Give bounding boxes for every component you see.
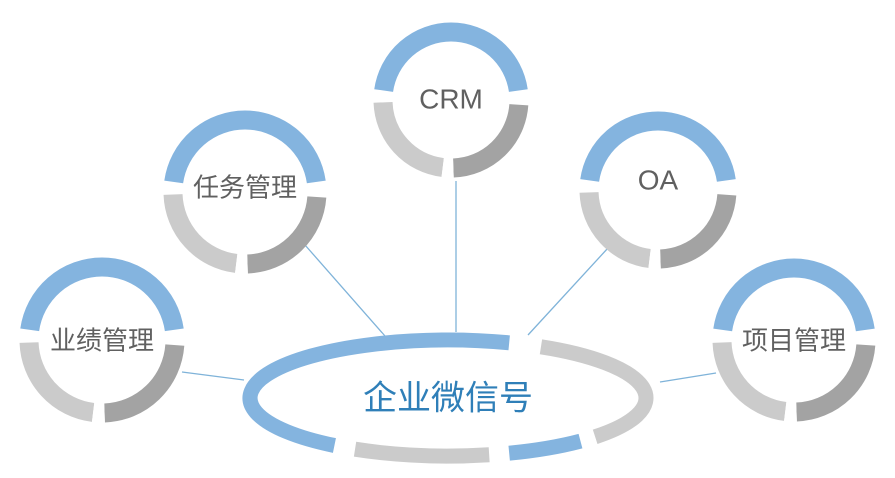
connectors — [181, 181, 717, 383]
node-label-project: 项目管理 — [742, 327, 846, 357]
hub-ring — [242, 332, 654, 464]
hub-label: 企业微信号 — [363, 379, 533, 419]
ring-segment-light — [373, 101, 445, 177]
ring-segment-light — [579, 191, 652, 268]
connector-performance — [181, 371, 245, 381]
ring-segment-blue — [580, 111, 736, 182]
connector-project — [659, 372, 717, 383]
node-label-crm: CRM — [419, 83, 483, 114]
ring-gap — [235, 253, 248, 274]
connector-oa — [527, 247, 609, 336]
node-oa — [579, 111, 737, 269]
node-performance — [19, 257, 185, 423]
ring-gap — [784, 401, 797, 422]
hub-segment-light-right — [539, 339, 654, 444]
hub-segment-light-bottom — [353, 441, 490, 464]
connector-task — [304, 244, 386, 337]
ring-segment-dark — [795, 343, 876, 422]
hub-segment-blue-bottom — [508, 433, 583, 461]
ring-segment-dark — [452, 103, 529, 178]
node-label-oa: OA — [638, 164, 679, 195]
ring-segment-blue — [713, 258, 875, 332]
ring-segment-blue — [164, 110, 326, 184]
node-label-performance: 业绩管理 — [50, 327, 154, 357]
node-label-task: 任务管理 — [193, 174, 297, 204]
ring-segment-dark — [659, 193, 737, 269]
ring-segment-light — [163, 193, 238, 273]
node-task — [163, 110, 327, 274]
ring-gap — [648, 248, 661, 269]
node-crm — [373, 22, 529, 178]
ring-segment-blue — [20, 257, 184, 332]
ring-segment-light — [712, 341, 787, 421]
ring-segment-dark — [103, 344, 185, 423]
ring-gap — [91, 402, 105, 423]
ring-segment-blue — [374, 22, 528, 93]
ring-segment-light — [19, 341, 95, 422]
ring-segment-dark — [246, 195, 327, 274]
hub-segment-blue — [242, 332, 510, 453]
node-project — [712, 258, 876, 422]
ring-gap — [441, 157, 454, 178]
